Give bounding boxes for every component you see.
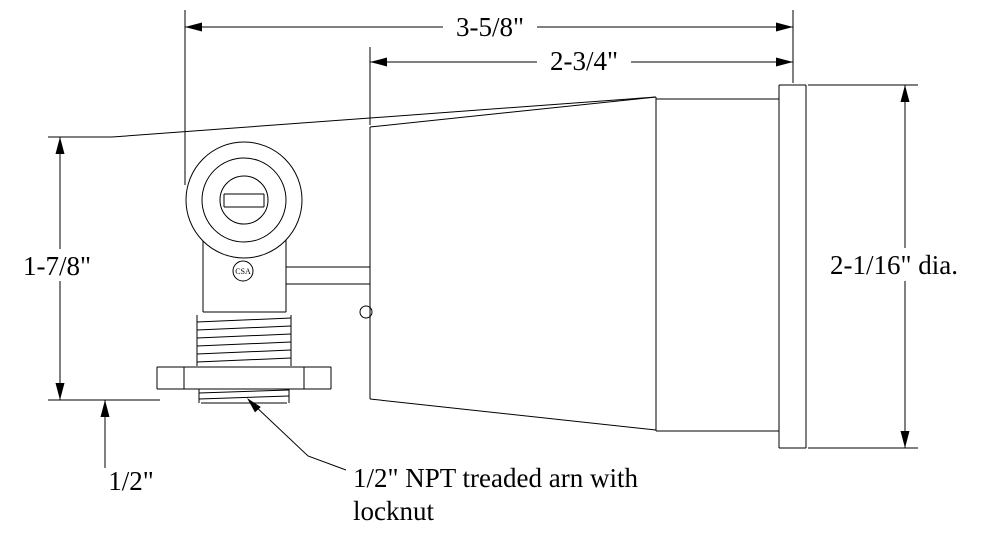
- csa-logo-text: CSA: [235, 267, 251, 276]
- npt-callout-line1: 1/2" NPT treaded arn with: [353, 463, 638, 493]
- arrowhead-bottom: [55, 383, 65, 400]
- dimension-diameter: 2-1/16" dia.: [808, 84, 971, 449]
- dimension-body-width: 2-3/4": [369, 45, 793, 125]
- dim-stem-label: 1/2": [108, 466, 154, 496]
- gauge-bezel: [778, 84, 807, 449]
- arrowhead-right: [776, 22, 793, 32]
- threaded-stem-lower: [198, 389, 290, 404]
- dim-diameter-label: 2-1/16" dia.: [830, 250, 958, 280]
- device-body-cone: [369, 96, 657, 431]
- arrowhead-top: [900, 85, 910, 102]
- npt-callout: 1/2" NPT treaded arn with locknut: [247, 398, 638, 526]
- npt-callout-line2: locknut: [353, 496, 434, 526]
- leader-line: [251, 402, 347, 471]
- screw-slot: [223, 193, 265, 208]
- side-screw-detail: [359, 305, 373, 319]
- arrowhead-left: [185, 22, 202, 32]
- mounting-bracket: CSA: [202, 240, 287, 313]
- arrowhead-top: [55, 137, 65, 154]
- gauge-housing: [656, 98, 779, 432]
- arrowhead-left: [370, 57, 387, 67]
- dimension-overall-width: 3-5/8": [184, 10, 794, 185]
- arrowhead-bottom: [900, 431, 910, 448]
- arrowhead-right: [776, 57, 793, 67]
- dimension-height: 1-7/8": [10, 137, 160, 401]
- swivel-knob: [185, 141, 303, 259]
- dimension-stem: 1/2": [100, 400, 154, 496]
- dim-body-width-label: 2-3/4": [550, 46, 618, 76]
- threaded-stem-upper: [196, 315, 292, 366]
- arrowhead-up: [100, 400, 110, 417]
- bracket-body-connectors: [286, 266, 373, 319]
- csa-logo: CSA: [232, 260, 254, 282]
- dim-height-label: 1-7/8": [23, 251, 91, 281]
- tangent-extension-line: [48, 96, 657, 138]
- dim-overall-width-label: 3-5/8": [456, 12, 524, 42]
- locknut: [156, 366, 332, 390]
